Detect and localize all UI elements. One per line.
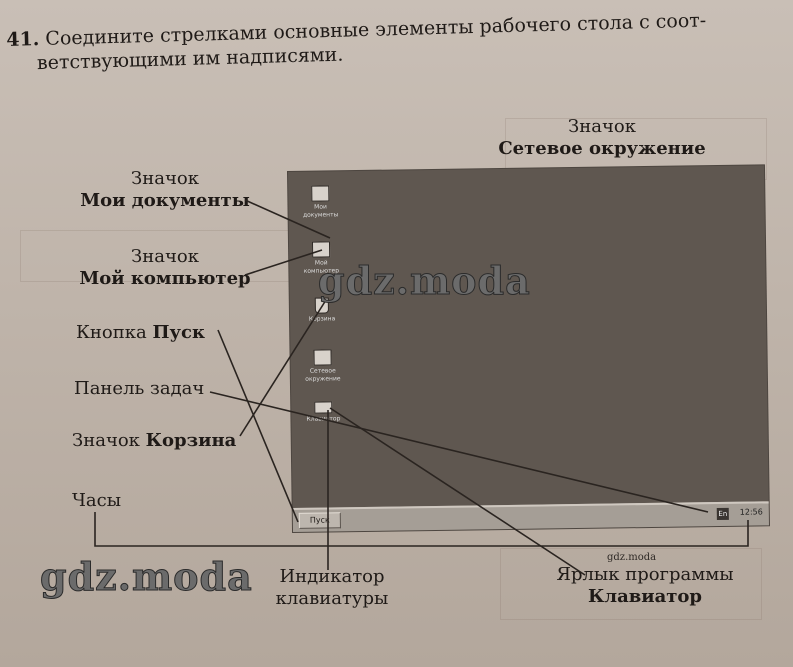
keyboard-layout-indicator: En [716, 507, 729, 521]
label-network: Значок Сетевое окружение [492, 116, 712, 160]
folder-icon [311, 185, 330, 202]
label-network-line-2: Сетевое окружение [498, 138, 706, 159]
icon-network: Сетевое окружение [302, 349, 342, 384]
label-keyboard-indicator: Индикатор клавиатуры [262, 566, 402, 610]
exercise-number: 41. [6, 28, 40, 51]
label-taskbar: Панель задач [74, 378, 205, 399]
exercise-text: 41.Соедините стрелками основные элементы… [6, 7, 767, 76]
label-clock: Часы [72, 490, 122, 511]
watermark-bottom: gdz.moda [40, 554, 253, 600]
label-my-computer-line-2: Мой компьютер [79, 268, 251, 289]
label-my-documents-line-2: Мои документы [80, 190, 250, 211]
label-my-documents-line-1: Значок [131, 168, 199, 189]
label-recycle-bin: Значок Корзина [72, 430, 236, 452]
icon-caption: Сетевое окружение [305, 367, 341, 383]
computer-icon [311, 241, 331, 258]
icon-caption: Клавиатор [306, 415, 341, 423]
label-network-line-1: Значок [568, 116, 636, 137]
label-my-documents: Значок Мои документы [70, 168, 260, 212]
watermark-small: gdz.moda [607, 552, 657, 563]
start-button: Пуск [298, 512, 341, 529]
label-my-computer-line-1: Значок [131, 246, 199, 267]
network-icon [313, 349, 332, 366]
icon-caption: Корзина [308, 315, 336, 323]
desktop-screenshot: Мои документы Мой компьютер Корзина Сете… [288, 165, 769, 532]
icon-my-documents: Мои документы [300, 185, 340, 220]
watermark-center: gdz.moda [318, 258, 531, 304]
label-trash-bold: Корзина [145, 430, 237, 451]
label-program-shortcut: Ярлык программы Клавиатор [530, 564, 760, 608]
label-shortcut-line-1: Ярлык программы [556, 564, 734, 585]
keyboard-icon [314, 401, 333, 414]
label-start-prefix: Кнопка [76, 322, 153, 343]
label-shortcut-line-2: Клавиатор [588, 586, 702, 607]
taskbar: Пуск En 12:56 [292, 501, 769, 532]
label-trash-prefix: Значок [72, 430, 146, 451]
taskbar-clock: 12:56 [739, 507, 763, 517]
icon-keyboard-program: Клавиатор [303, 401, 343, 424]
label-my-computer: Значок Мой компьютер [70, 246, 260, 290]
label-start-button: Кнопка Пуск [76, 322, 205, 344]
icon-caption: Мои документы [302, 203, 339, 219]
label-keyboard-line-1: Индикатор [279, 566, 385, 587]
label-keyboard-line-2: клавиатуры [275, 588, 389, 609]
label-start-bold: Пуск [152, 322, 205, 343]
faded-background-frame [500, 548, 762, 620]
line-start-button [217, 329, 299, 523]
